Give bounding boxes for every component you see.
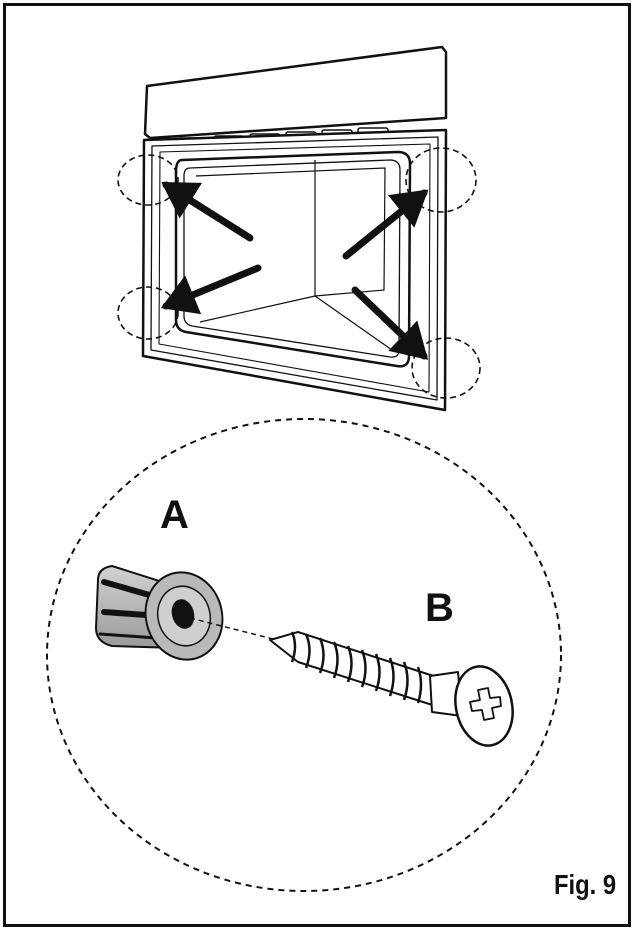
fixing-point-bottom-right xyxy=(411,337,481,399)
fixing-point-top-right xyxy=(405,147,477,213)
figure-caption: Fig. 9 xyxy=(553,869,616,900)
label-part-a: A xyxy=(160,493,189,537)
label-part-b: B xyxy=(425,586,454,630)
arrow-bottom-left xyxy=(160,264,262,315)
wall-plug-icon xyxy=(95,565,224,661)
fixing-point-top-left xyxy=(117,154,179,206)
assembly-axis xyxy=(189,617,286,643)
oven-cavity xyxy=(174,150,412,368)
screw-phillips-slot xyxy=(469,687,502,721)
oven-control-panel xyxy=(143,45,448,140)
screw-thread xyxy=(290,631,423,704)
screw-icon xyxy=(269,631,514,747)
detail-callout-circle xyxy=(46,418,562,892)
arrow-top-right xyxy=(342,189,429,260)
plug-hole xyxy=(171,599,195,629)
fixing-arrows xyxy=(160,181,429,360)
arrow-bottom-right xyxy=(351,286,429,360)
oven-front-icon xyxy=(141,45,448,412)
oven-front-frame xyxy=(141,128,448,412)
figure-border xyxy=(3,3,631,927)
arrow-top-left xyxy=(161,181,254,242)
